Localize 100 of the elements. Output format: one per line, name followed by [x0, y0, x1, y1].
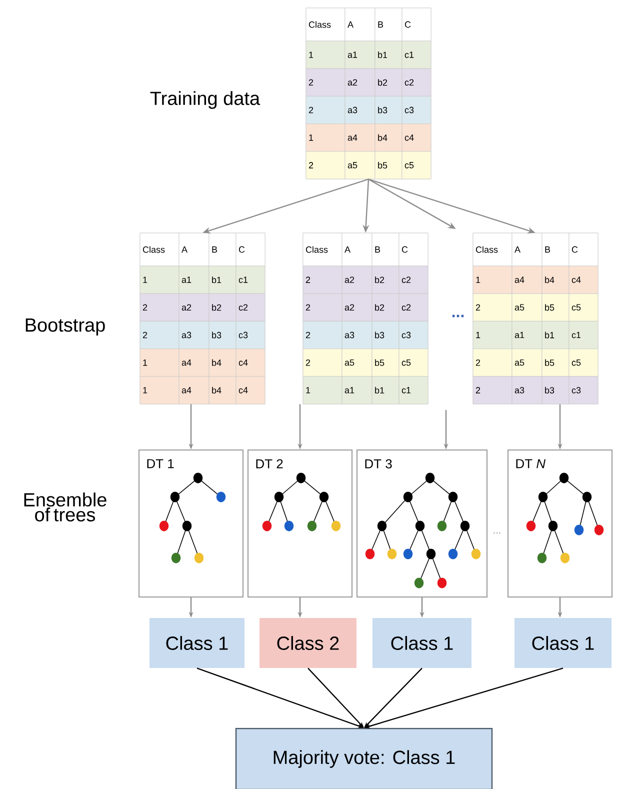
table-cell: c3	[236, 321, 266, 349]
table-cell: c4	[402, 124, 432, 152]
table-cell: a3	[344, 96, 376, 124]
class-box: Class 1	[514, 618, 612, 668]
table-cell: b5	[372, 348, 400, 377]
table-cell: B	[372, 232, 400, 266]
table-cell: 2	[140, 321, 180, 349]
table-cell: 1	[472, 321, 512, 349]
ellipsis: ...	[452, 314, 464, 318]
table-cell: c3	[568, 376, 598, 404]
table-cell: b4	[374, 124, 402, 152]
table-cell: 2	[302, 321, 342, 349]
table-cell: b1	[542, 321, 570, 349]
table-cell: b2	[372, 266, 400, 294]
table-cell: c2	[236, 293, 266, 322]
table-cell: 2	[140, 293, 180, 322]
table-cell: a3	[178, 321, 210, 349]
ellipsis: ...	[494, 532, 500, 534]
table-cell: b4	[542, 266, 570, 294]
table-cell: b5	[374, 151, 402, 180]
table-cell: 1	[140, 376, 180, 404]
table-cell: 2	[472, 348, 512, 377]
table-cell: b2	[208, 293, 236, 322]
table-cell: c1	[568, 321, 598, 349]
table-cell: a3	[342, 321, 372, 349]
table-cell: c1	[236, 266, 266, 294]
table-cell: Class	[472, 232, 512, 266]
data-table	[302, 232, 428, 404]
table-cell: b1	[372, 376, 400, 404]
table-cell: b5	[542, 348, 570, 377]
table-cell: 1	[140, 266, 180, 294]
table-cell: a4	[344, 124, 376, 152]
table-cell: c5	[568, 348, 598, 377]
table-cell: c1	[398, 376, 428, 404]
table-cell: 2	[306, 151, 346, 180]
table-cell: B	[208, 232, 236, 266]
table-cell: C	[398, 232, 428, 266]
table-cell: b4	[208, 376, 236, 404]
class-box: Class 1	[150, 618, 244, 668]
class-box: Class 1	[372, 618, 472, 668]
data-table	[140, 232, 266, 404]
table-cell: A	[512, 232, 542, 266]
table-cell: b1	[374, 40, 402, 69]
table-cell: B	[374, 8, 402, 42]
table-cell: a2	[178, 293, 210, 322]
table-cell: 2	[302, 266, 342, 294]
table-cell: c2	[398, 293, 428, 322]
table-cell: 2	[306, 68, 346, 96]
table-cell: 2	[302, 348, 342, 377]
table-cell: a1	[512, 321, 542, 349]
table-cell: b3	[542, 376, 570, 404]
table-cell: C	[236, 232, 266, 266]
box-label: DT 2	[256, 459, 283, 468]
table-cell: a4	[178, 376, 210, 404]
table-cell: 2	[302, 293, 342, 322]
row-label: Ensemble of trees	[24, 492, 106, 522]
data-table	[472, 232, 598, 404]
table-cell: c4	[568, 266, 598, 294]
table-cell: 1	[306, 124, 346, 152]
table-cell: a2	[344, 68, 376, 96]
box-label: DT 3	[365, 459, 392, 468]
data-table	[306, 8, 432, 180]
row-label: Training data	[150, 91, 260, 109]
table-cell: 2	[306, 96, 346, 124]
table-cell: Class	[302, 232, 342, 266]
table-cell: c5	[402, 151, 432, 180]
table-cell: c5	[398, 348, 428, 377]
table-cell: B	[542, 232, 570, 266]
table-cell: a1	[344, 40, 376, 69]
table-cell: c1	[402, 40, 432, 69]
table-cell: c3	[398, 321, 428, 349]
box-label: DT 1	[147, 459, 174, 468]
table-cell: c3	[402, 96, 432, 124]
table-cell: c4	[236, 348, 266, 377]
table-cell: a5	[512, 348, 542, 377]
table-cell: A	[344, 8, 376, 42]
row-label: Bootstrap	[26, 318, 105, 336]
table-cell: c5	[568, 293, 598, 322]
table-cell: a1	[178, 266, 210, 294]
table-cell: a3	[512, 376, 542, 404]
table-cell: a1	[342, 376, 372, 404]
table-cell: A	[342, 232, 372, 266]
table-cell: b3	[372, 321, 400, 349]
table-cell: 1	[472, 266, 512, 294]
table-cell: b1	[208, 266, 236, 294]
table-cell: 1	[306, 40, 346, 69]
table-cell: Class	[140, 232, 180, 266]
table-cell: b4	[208, 348, 236, 377]
table-cell: b5	[542, 293, 570, 322]
table-cell: c2	[402, 68, 432, 96]
class-box: Class 2	[260, 618, 356, 668]
table-cell: 2	[472, 293, 512, 322]
table-cell: a4	[178, 348, 210, 377]
table-cell: c2	[398, 266, 428, 294]
table-cell: Class	[306, 8, 346, 42]
table-cell: a4	[512, 266, 542, 294]
table-cell: b3	[374, 96, 402, 124]
table-cell: C	[402, 8, 432, 42]
table-cell: c4	[236, 376, 266, 404]
table-cell: C	[568, 232, 598, 266]
